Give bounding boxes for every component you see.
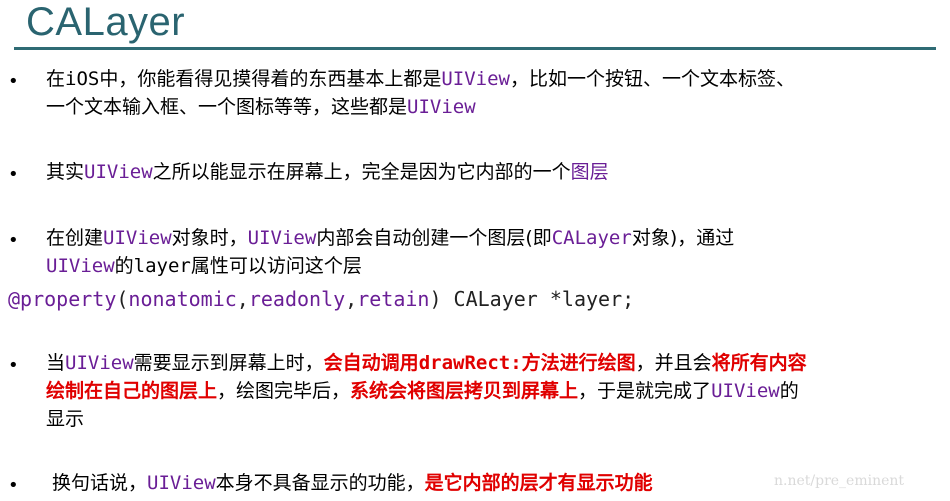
property-declaration-code: @property(nonatomic,readonly,retain) CAL… [8,287,635,311]
bullet-4-line-1: 当UIView需要显示到屏幕上时，会自动调用drawRect:方法进行绘图，并且… [46,352,807,374]
bullet-marker: • [8,164,19,185]
title-divider [14,47,936,50]
watermark: n.net/pre_eminent [774,473,905,489]
bullet-3-line-1: 在创建UIView对象时，UIView内部会自动创建一个图层(即CALayer对… [46,227,735,249]
bullet-1-line-2: 一个文本输入框、一个图标等等，这些都是UIView [46,96,476,118]
layer-link[interactable]: 图层 [570,161,609,183]
bullet-4-line-2: 绘制在自己的图层上，绘图完毕后，系统会将图层拷贝到屏幕上，于是就完成了UIVie… [46,380,799,402]
bullet-1-line-1: 在iOS中，你能看得见摸得着的东西基本上都是UIView，比如一个按钮、一个文本… [46,68,796,90]
bullet-3-line-2: UIView的layer属性可以访问这个层 [46,255,362,277]
bullet-4-line-3: 显示 [46,408,85,430]
page-title: CALayer [26,0,186,44]
bullet-5-line-1: 换句话说，UIView本身不具备显示的功能，是它内部的层才有显示功能 [52,472,653,494]
bullet-marker: • [8,71,19,92]
bullet-marker: • [8,475,19,496]
bullet-marker: • [8,230,19,251]
bullet-marker: • [8,355,19,376]
bullet-2-line-1: 其实UIView之所以能显示在屏幕上，完全是因为它内部的一个图层 [46,161,609,183]
